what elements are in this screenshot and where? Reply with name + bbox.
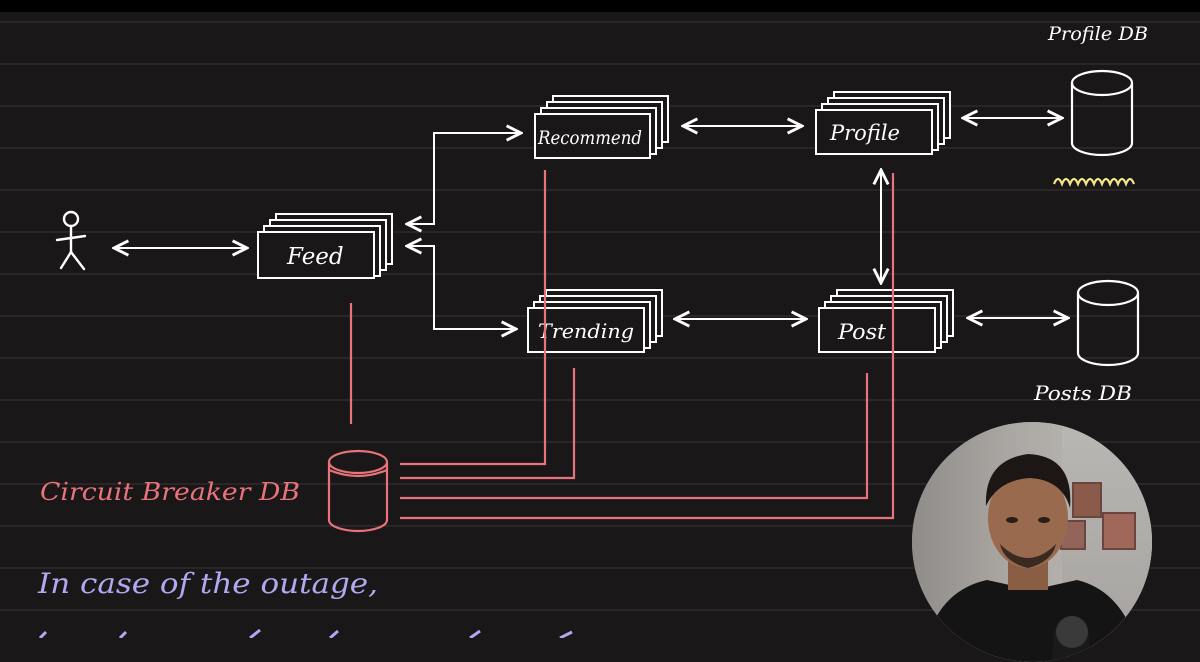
- recommend-service: [534, 95, 669, 159]
- profile-circuit-line: [400, 173, 895, 520]
- feed-trending-arrow: [407, 246, 516, 329]
- trending-circuit-line: [400, 368, 576, 480]
- profile-db-label: Profile DB: [1047, 23, 1148, 45]
- user-stick-figure-icon: [55, 210, 87, 271]
- post-service: [818, 289, 954, 353]
- note-line-1: In case of the outage,: [37, 567, 378, 600]
- note-line-2-partial: [38, 628, 573, 638]
- service-connections: [114, 118, 1068, 329]
- trending-label: Trending: [538, 319, 634, 343]
- post-circuit-line: [400, 373, 869, 500]
- presenter-webcam-overlay: [912, 422, 1152, 662]
- feed-service: [257, 213, 393, 279]
- letterbox-bar: [0, 0, 1200, 12]
- profile-label: Profile: [829, 121, 900, 145]
- circuit-breaker-connections: [349, 170, 895, 520]
- circuit-breaker-db-cylinder-icon: [327, 449, 389, 533]
- posts-db-label: Posts DB: [1033, 381, 1132, 405]
- recommend-circuit-line: [400, 170, 547, 466]
- feed-recommend-arrow: [407, 133, 521, 224]
- presenter-figure: [922, 454, 1142, 662]
- trending-service: [527, 289, 663, 353]
- wall-photo: [1102, 512, 1136, 550]
- posts-db-cylinder-icon: [1076, 279, 1140, 367]
- circuit-breaker-db-label: Circuit Breaker DB: [40, 478, 300, 506]
- highlight-scribble: [1052, 177, 1136, 187]
- recommend-label: Recommend: [537, 127, 642, 149]
- profile-db-cylinder-icon: [1070, 69, 1134, 157]
- post-label: Post: [837, 320, 887, 344]
- wall-photo: [1072, 482, 1102, 518]
- feed-label: Feed: [286, 244, 344, 270]
- profile-service: [815, 91, 951, 155]
